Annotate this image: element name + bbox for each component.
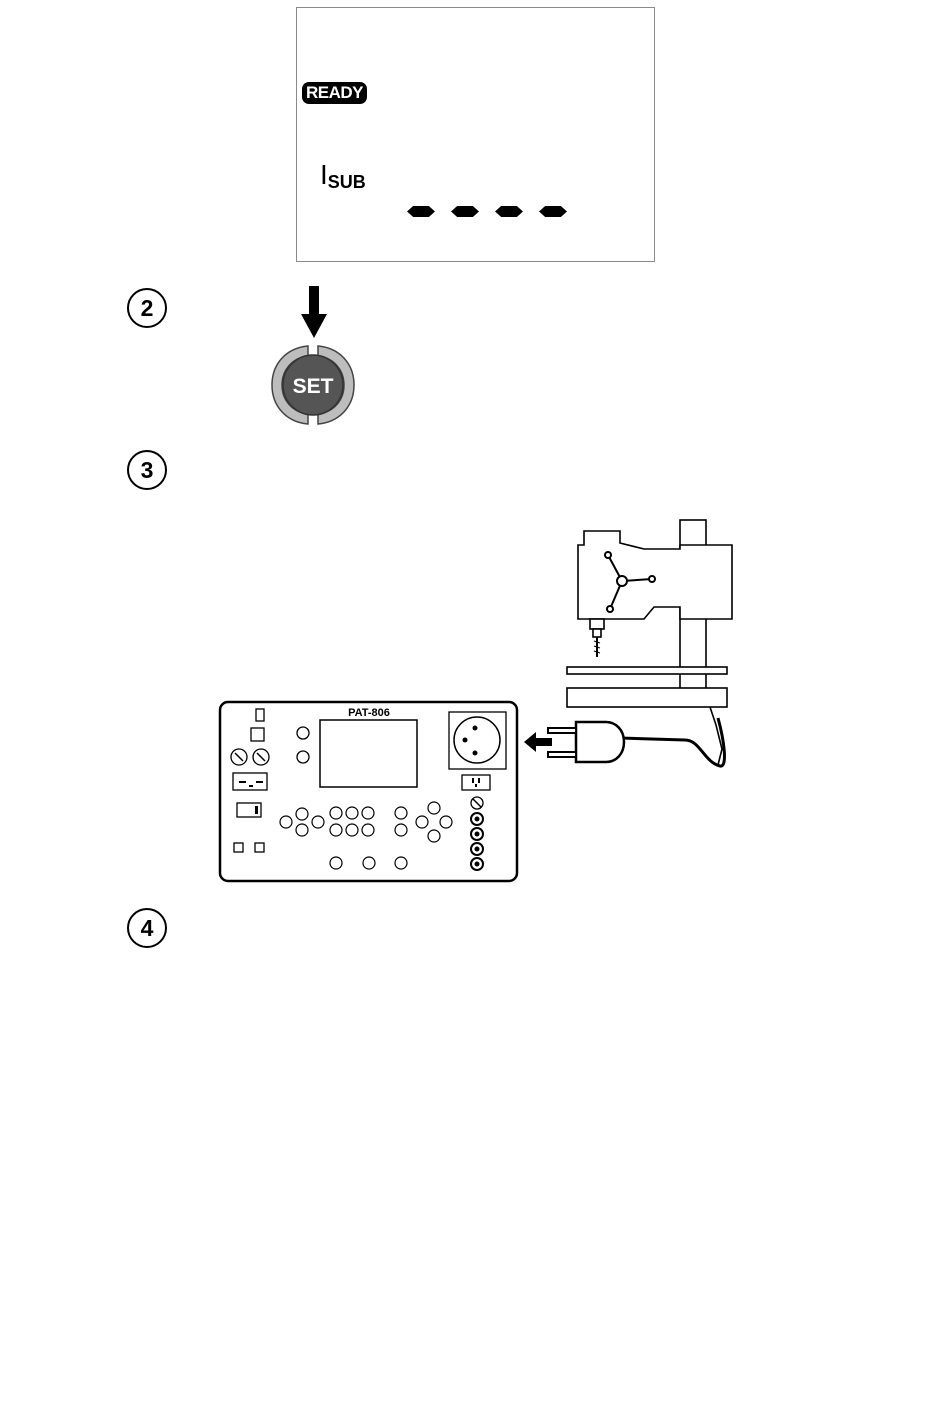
step-4-marker: 4 <box>127 908 167 948</box>
ready-status-badge: READY <box>302 82 367 104</box>
step-3-marker: 3 <box>127 450 167 490</box>
tester-model-label: PAT-806 <box>348 707 390 719</box>
measure-symbol: I <box>320 159 328 190</box>
set-button-label: SET <box>293 375 334 398</box>
pat-tester-device: PAT-806 <box>216 700 522 886</box>
measure-subscript: SUB <box>328 172 366 192</box>
lcd-display <box>296 7 655 262</box>
isub-measure-label: ISUB <box>320 160 366 193</box>
step-2-marker: 2 <box>127 288 167 328</box>
down-arrow-icon <box>300 284 328 340</box>
left-arrow-icon <box>520 726 554 758</box>
set-button[interactable]: SET <box>268 342 358 428</box>
